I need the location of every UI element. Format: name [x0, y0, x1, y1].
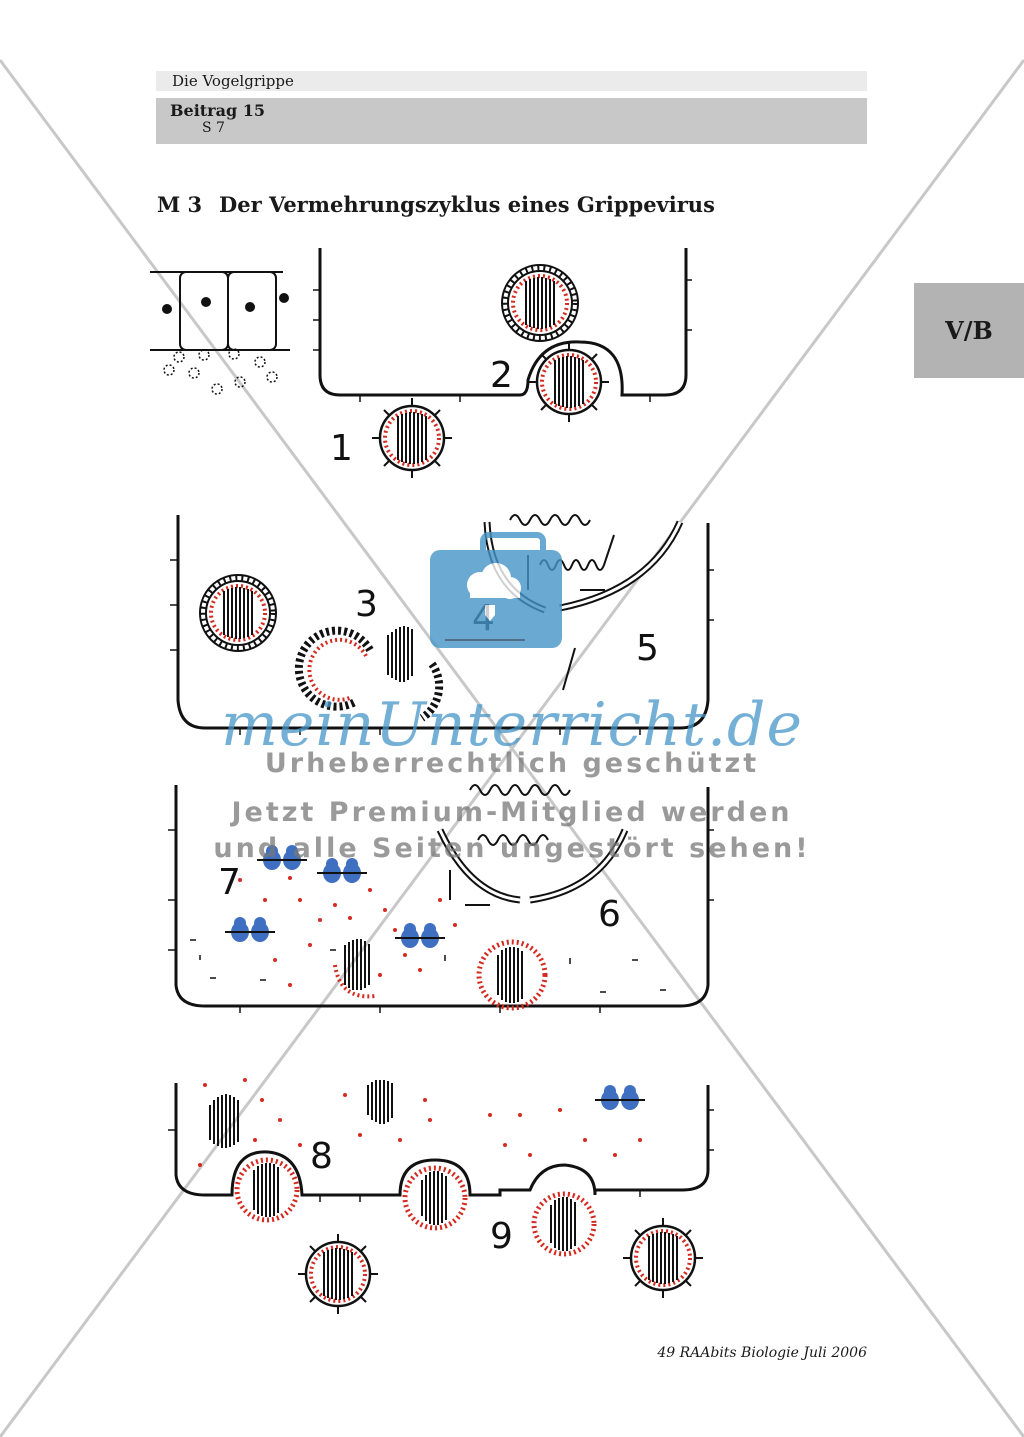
step-label-7: 7: [218, 862, 241, 903]
panel-budding: [168, 1078, 714, 1314]
watermark-brand: meinUnterricht.de: [221, 690, 803, 760]
briefcase-icon: [430, 532, 562, 648]
watermark-line1: Urheberrechtlich geschützt: [264, 748, 760, 779]
step-label-5: 5: [636, 628, 659, 669]
series-title: Die Vogelgrippe: [172, 72, 294, 90]
watermark-line2: Jetzt Premium-Mitglied werden: [231, 797, 793, 828]
material-heading: M 3 Der Vermehrungszyklus eines Grippevir…: [157, 192, 715, 217]
beitrag-label: Beitrag 15: [170, 101, 265, 120]
page-footer: 49 RAAbits Biologie Juli 2006: [657, 1345, 867, 1361]
material-number: M 3: [157, 192, 203, 217]
beitrag-bar: Beitrag 15 S 7: [156, 98, 867, 144]
step-label-3: 3: [355, 584, 378, 625]
step-label-6: 6: [598, 894, 621, 935]
section-tab: V/B: [914, 283, 1024, 378]
material-title: Der Vermehrungszyklus eines Grippevirus: [219, 192, 715, 217]
step-label-8: 8: [310, 1136, 333, 1177]
watermark-line3: und alle Seiten ungestört sehen!: [213, 833, 811, 864]
panel-uncoating: [170, 514, 714, 735]
step-label-9: 9: [490, 1216, 513, 1257]
page-number: S 7: [202, 120, 225, 136]
panel-attachment: [150, 248, 692, 478]
series-title-bar: Die Vogelgrippe: [156, 71, 867, 91]
step-label-2: 2: [490, 355, 513, 396]
step-label-1: 1: [330, 428, 353, 469]
panel-assembly: [168, 784, 714, 1013]
